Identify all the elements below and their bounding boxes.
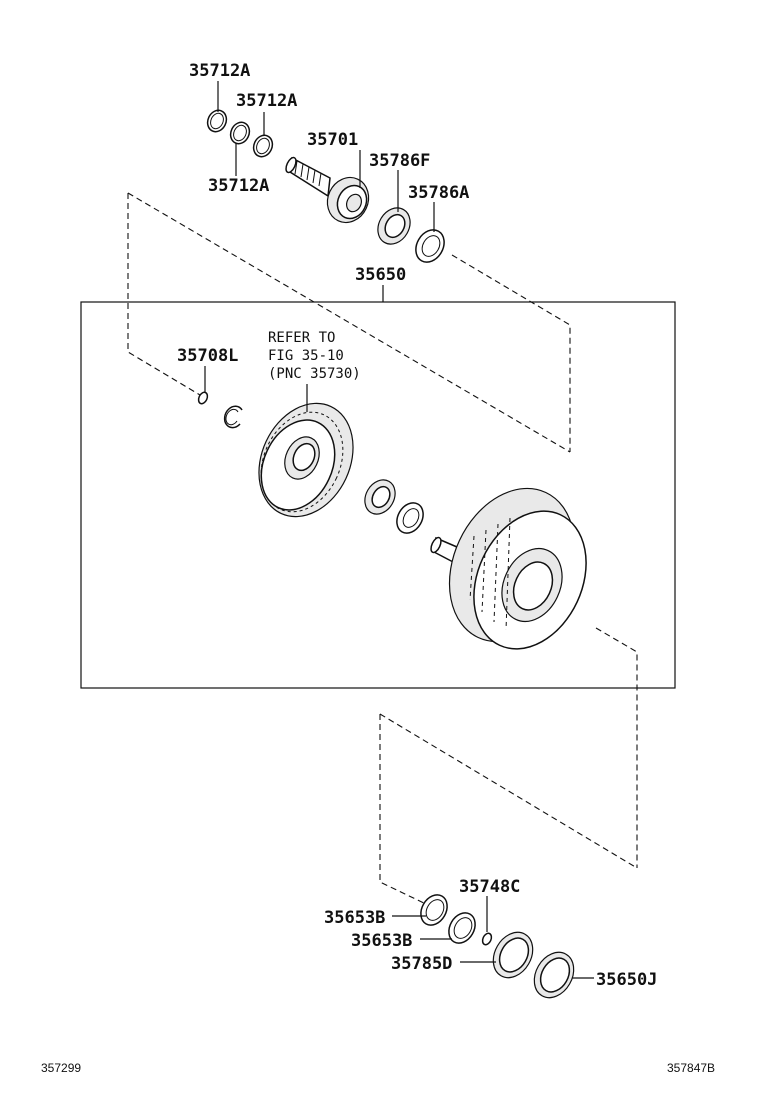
- callout-35712a-top: 35712A: [189, 61, 250, 81]
- callout-35653b-1: 35653B: [324, 908, 385, 928]
- bearing-35786f: [377, 207, 411, 245]
- note-refer-line3: (PNC 35730): [268, 366, 361, 382]
- callout-35712a-bottom: 35712A: [208, 176, 269, 196]
- thrust-washer-35653b-1: [420, 894, 448, 926]
- bearing-35785d: [492, 931, 534, 979]
- callout-35650j: 35650J: [596, 970, 657, 990]
- bearing-middle: [364, 479, 396, 515]
- snap-ring-35712a-3: [252, 134, 274, 158]
- callout-35786f: 35786F: [369, 151, 430, 171]
- align-line-right-bottom: [595, 627, 638, 868]
- thrust-washer-35653b-2: [448, 912, 476, 944]
- footer-code-right: 357847B: [667, 1061, 715, 1075]
- align-line-right-top: [451, 254, 571, 452]
- align-line-left: [127, 193, 201, 396]
- align-line-bottom-diagonal: [379, 713, 638, 869]
- snap-ring-small: [223, 405, 243, 429]
- race-35786a: [415, 229, 445, 263]
- note-refer-line2: FIG 35-10: [268, 348, 344, 364]
- o-ring-35708l: [197, 391, 209, 405]
- footer-code-left: 357299: [41, 1061, 81, 1075]
- o-ring-35748c: [481, 932, 493, 946]
- snap-ring-35712a-2: [229, 121, 251, 145]
- race-middle: [396, 502, 424, 534]
- callout-35653b-2: 35653B: [351, 931, 412, 951]
- clutch-drum-35650: [430, 487, 587, 650]
- align-line-bottom-left: [379, 714, 429, 906]
- callout-35748c: 35748C: [459, 877, 520, 897]
- callout-35785d: 35785D: [391, 954, 452, 974]
- callout-35708l: 35708L: [177, 346, 238, 366]
- race-35650j: [533, 951, 575, 999]
- callout-35701: 35701: [307, 130, 358, 150]
- callout-35786a: 35786A: [408, 183, 469, 203]
- callout-35650: 35650: [355, 265, 406, 285]
- snap-ring-35712a-1: [206, 109, 228, 133]
- ring-gear-assembly: [258, 402, 354, 518]
- assembly-box: [80, 301, 676, 689]
- note-refer-line1: REFER TO: [268, 330, 335, 346]
- leader-lines: [204, 81, 594, 979]
- callout-35712a-right: 35712A: [236, 91, 297, 111]
- align-line-top-diagonal: [127, 192, 571, 453]
- input-shaft-35701: [285, 156, 370, 224]
